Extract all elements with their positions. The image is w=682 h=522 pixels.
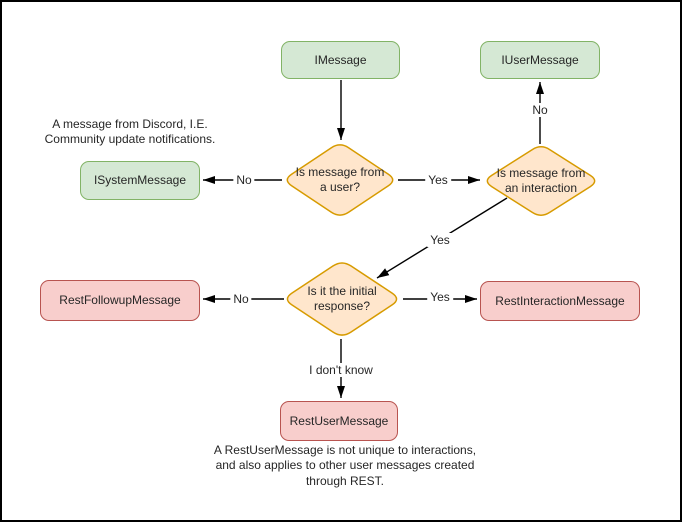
decision-initial-shape (286, 262, 398, 336)
node-restinteractionmessage: RestInteractionMessage (480, 281, 640, 321)
edge-label-initial-unknown: I don't know (306, 363, 376, 377)
node-restusermessage: RestUserMessage (280, 401, 398, 441)
decision-user-shape (286, 144, 394, 216)
note-isystemmessage-description: A message from Discord, I.E. Community u… (44, 117, 216, 147)
note-restusermessage-description: A RestUserMessage is not unique to inter… (213, 443, 477, 488)
node-isystemmessage: ISystemMessage (80, 161, 200, 200)
node-iusermessage: IUserMessage (480, 41, 600, 79)
edge-label-initial-yes: Yes (427, 290, 453, 304)
edge-label-initial-no: No (230, 292, 252, 306)
edge-label-user-yes: Yes (425, 173, 451, 187)
decision-diamonds (286, 144, 596, 336)
edge-label-interaction-no: No (529, 103, 551, 117)
node-restfollowupmessage: RestFollowupMessage (40, 280, 200, 321)
decision-interaction-shape (486, 146, 596, 216)
edge-label-user-no: No (233, 173, 255, 187)
node-imessage: IMessage (281, 41, 400, 79)
edge-label-interaction-yes: Yes (427, 233, 453, 247)
